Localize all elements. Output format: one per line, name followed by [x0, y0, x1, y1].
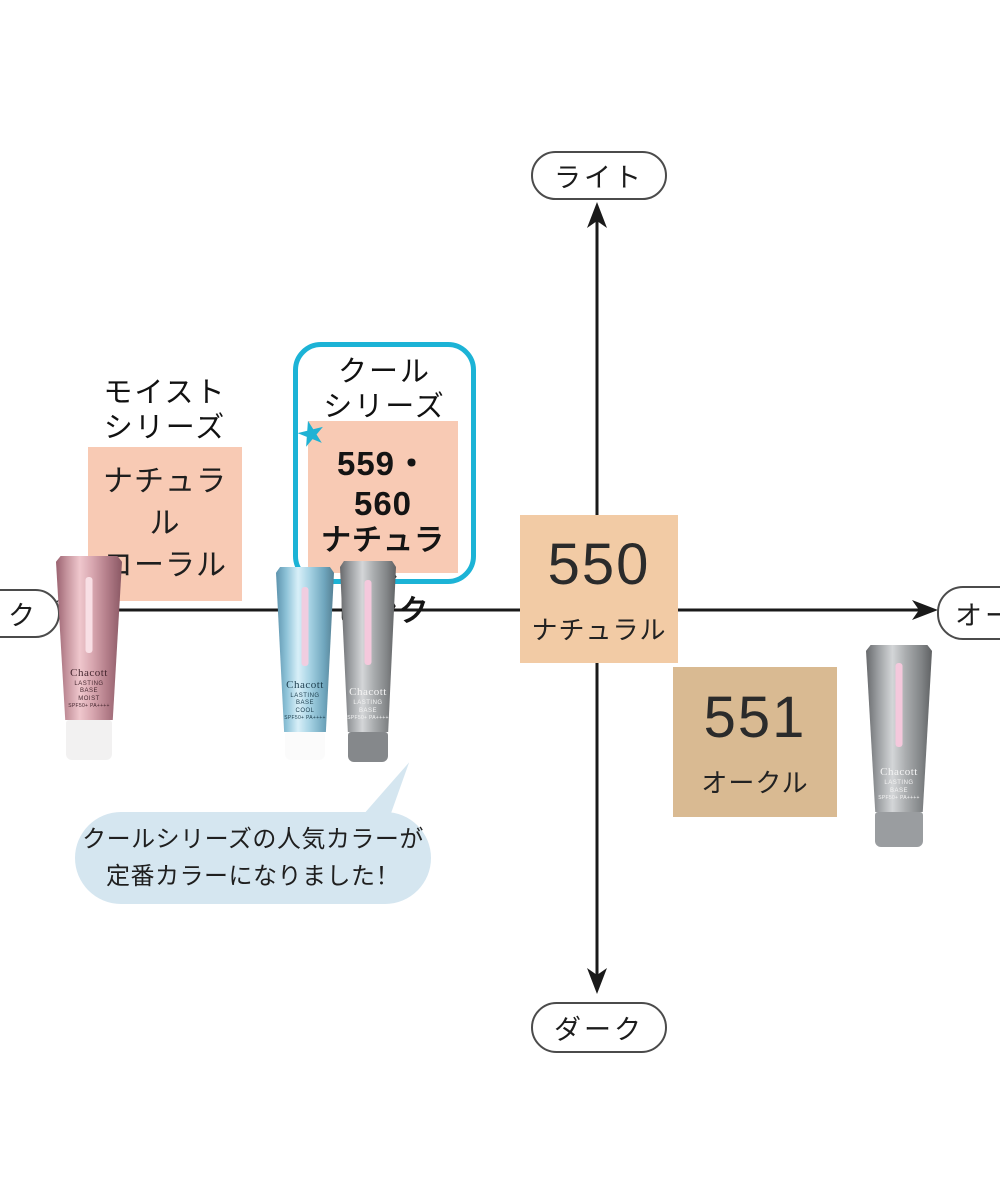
- shade-550-name: ナチュラル: [531, 615, 667, 645]
- tube-line2: BASE: [79, 688, 98, 695]
- tube-line1: LASTING: [74, 680, 104, 687]
- tube-moist-pink-label: Chacott LASTING BASE MOIST SPF50+ PA++++: [56, 666, 122, 710]
- axis-label-light-text: ライト: [554, 163, 644, 193]
- tube-gray-551-label: Chacott LASTING BASE SPF50+ PA++++: [866, 765, 932, 802]
- brand-logo: Chacott: [349, 686, 387, 699]
- tube-highlight-stripe: [364, 579, 372, 666]
- tube-line2: BASE: [295, 700, 314, 707]
- tube-moist-pink-body: Chacott LASTING BASE MOIST SPF50+ PA++++: [56, 556, 122, 720]
- shade-550-code: 550: [547, 532, 651, 597]
- axis-label-light: ライト: [531, 151, 667, 200]
- tube-cool-blue: Chacott LASTING BASE COOL SPF50+ PA++++: [276, 567, 334, 760]
- axis-label-dark-text: ダーク: [554, 1015, 644, 1045]
- axis-label-ochre-partial: オー: [937, 586, 1000, 640]
- cool-shade-code: 559・560: [336, 445, 430, 522]
- tube-cap: [348, 732, 388, 762]
- tube-highlight-stripe: [301, 586, 309, 666]
- tube-line1: LASTING: [884, 780, 914, 787]
- moist-series-title: モイスト シリーズ: [88, 376, 242, 447]
- moist-series-title-line1: モイスト: [103, 377, 227, 409]
- tube-gray-559-label: Chacott LASTING BASE SPF50+ PA++++: [340, 685, 396, 722]
- axis-label-ochre-text: オー: [955, 600, 1000, 631]
- tube-gray-551: Chacott LASTING BASE SPF50+ PA++++: [866, 645, 932, 847]
- moist-shade-line1: ナチュラル: [103, 465, 227, 540]
- speech-bubble: クールシリーズの人気カラーが 定番カラーになりました！: [75, 812, 431, 904]
- axis-label-dark: ダーク: [531, 1002, 667, 1053]
- shade-550-box: 550 ナチュラル: [520, 515, 678, 663]
- tube-cap: [875, 812, 923, 847]
- tube-line2: BASE: [358, 707, 377, 714]
- moist-series-title-line2: シリーズ: [103, 412, 227, 445]
- tube-cool-blue-body: Chacott LASTING BASE COOL SPF50+ PA++++: [276, 567, 334, 732]
- cool-series-frame: クール シリーズ ★ 559・560 ナチュラル ピンク: [292, 342, 476, 628]
- speech-bubble-line2: 定番カラーになりました！: [106, 863, 400, 890]
- tube-highlight-stripe: [895, 663, 903, 747]
- arrow-up-icon: [587, 202, 607, 228]
- brand-logo: Chacott: [880, 766, 918, 779]
- cool-series-title-line1: クール: [337, 356, 431, 388]
- speech-bubble-line1: クールシリーズの人気カラーが: [82, 825, 424, 853]
- tube-line1: LASTING: [353, 700, 383, 707]
- tube-highlight-stripe: [85, 577, 93, 653]
- cool-shade-box: ★ 559・560 ナチュラル ピンク: [292, 412, 458, 628]
- tube-spf: SPF50+ PA++++: [68, 703, 110, 710]
- tube-line1: LASTING: [290, 692, 320, 699]
- tube-cool-blue-label: Chacott LASTING BASE COOL SPF50+ PA++++: [276, 678, 334, 722]
- shade-551-name: オークル: [701, 768, 809, 798]
- brand-logo: Chacott: [70, 666, 108, 679]
- tube-moist-pink: Chacott LASTING BASE MOIST SPF50+ PA++++: [56, 556, 122, 760]
- tube-gray-551-body: Chacott LASTING BASE SPF50+ PA++++: [866, 645, 932, 812]
- cool-series-title: クール シリーズ: [298, 355, 471, 426]
- tube-spf: SPF50+ PA++++: [347, 715, 389, 722]
- brand-logo: Chacott: [286, 678, 324, 691]
- axis-label-pink-partial: ク: [0, 589, 60, 638]
- tube-variant: COOL: [295, 707, 315, 714]
- tube-spf: SPF50+ PA++++: [878, 795, 920, 802]
- shade-551-box: 551 オークル: [673, 667, 837, 817]
- axis-label-pink-text: ク: [8, 601, 38, 631]
- cool-series-title-line2: シリーズ: [323, 391, 446, 424]
- tube-spf: SPF50+ PA++++: [284, 715, 326, 722]
- arrow-right-icon: [912, 600, 938, 620]
- moist-shade-box: ナチュラル コーラル: [88, 447, 242, 601]
- tube-cap: [66, 720, 112, 760]
- tube-cap: [285, 732, 325, 760]
- arrow-down-icon: [587, 968, 607, 994]
- moist-shade-line2: コーラル: [103, 549, 227, 582]
- tube-line2: BASE: [889, 787, 908, 794]
- tube-variant: MOIST: [78, 695, 100, 702]
- tube-gray-559: Chacott LASTING BASE SPF50+ PA++++: [340, 561, 396, 762]
- tube-gray-559-body: Chacott LASTING BASE SPF50+ PA++++: [340, 561, 396, 732]
- shade-551-code: 551: [703, 685, 807, 750]
